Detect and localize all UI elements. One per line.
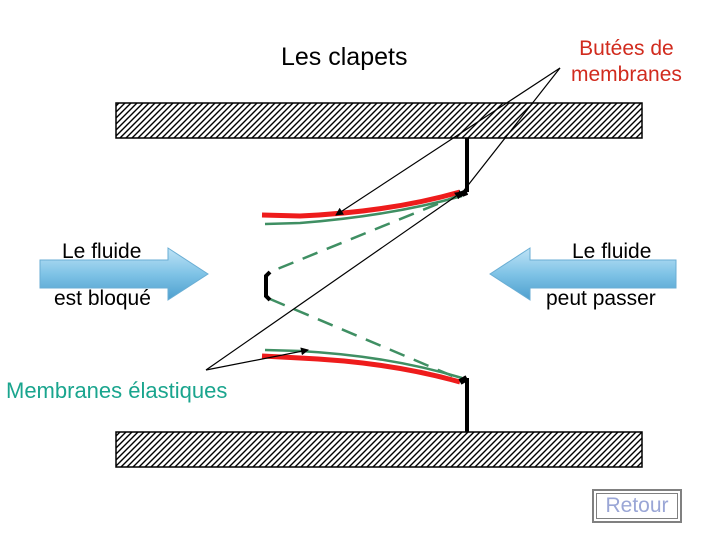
butees-line-2: membranes (571, 63, 682, 86)
leader-butee-upper (335, 67, 561, 216)
leader-membrane-lower (205, 347, 309, 371)
lower-dashed-membrane (269, 297, 463, 382)
membranes-label: Membranes élastiques (6, 378, 228, 403)
right-fluid-line-1: Le fluide (572, 240, 652, 263)
lower-post-hook (458, 375, 469, 385)
upper-membrane-red (261, 189, 461, 219)
lower-membrane-red (261, 353, 461, 385)
upper-membrane-green (264, 194, 463, 226)
leader-butee-lower (457, 67, 561, 199)
butees-label: Butées de membranes (571, 36, 682, 88)
butees-line-1: Butées de (579, 37, 674, 60)
diagram-title: Les clapets (281, 43, 408, 71)
retour-button[interactable]: Retour (592, 489, 682, 523)
left-fluid-line-2: est bloqué (54, 287, 151, 310)
leader-membrane-upper (205, 191, 463, 371)
bottom-wall (115, 431, 643, 468)
left-fluid-line-1: Le fluide (62, 240, 142, 263)
top-wall (115, 102, 643, 139)
left-flow-arrow (39, 247, 209, 301)
closed-stop-seat (264, 270, 272, 302)
right-flow-arrow (489, 247, 677, 301)
upper-dashed-membrane (269, 192, 463, 274)
right-fluid-line-2: peut passer (546, 287, 656, 310)
